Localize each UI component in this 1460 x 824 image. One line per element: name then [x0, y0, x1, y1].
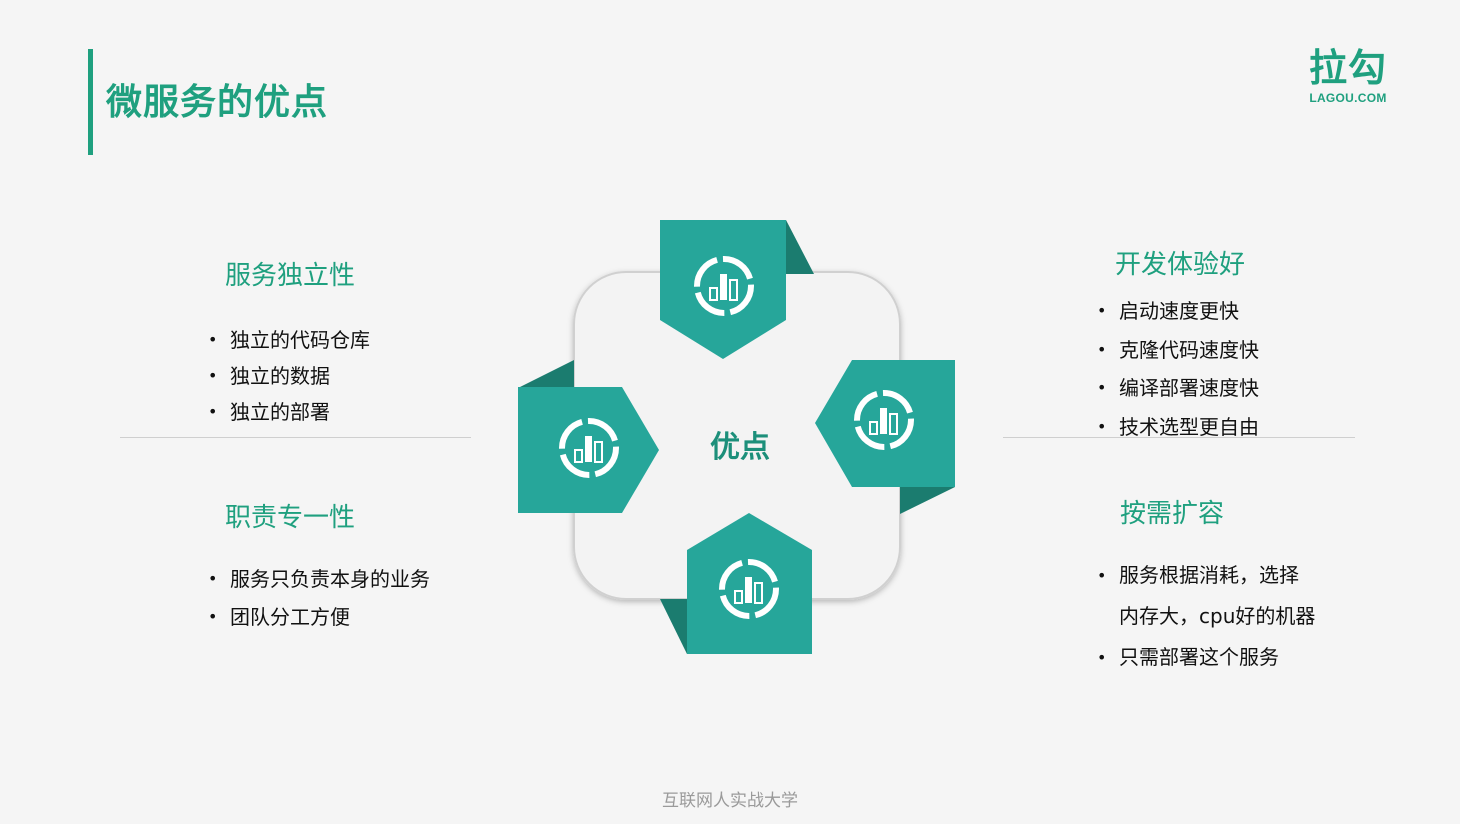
list-item: 服务根据消耗，选择	[1097, 555, 1315, 596]
list-item-continuation: 内存大，cpu好的机器	[1119, 604, 1316, 628]
lagou-logo[interactable]: 拉勾 LAGOU.COM	[1306, 48, 1390, 105]
list-item: 克隆代码速度快	[1097, 331, 1259, 370]
section-title-scaling: 按需扩容	[1120, 499, 1225, 529]
page-title: 微服务的优点	[106, 82, 329, 123]
list-item: 只需部署这个服务	[1097, 637, 1315, 678]
left-tile-fold	[520, 360, 574, 387]
right-tile-fold	[900, 487, 955, 514]
list-item: 技术选型更自由	[1097, 408, 1259, 447]
section-title-independence: 服务独立性	[225, 261, 356, 291]
center-label: 优点	[710, 430, 770, 465]
logo-sub-text: LAGOU.COM	[1309, 91, 1387, 105]
list-item: 独立的数据	[208, 358, 370, 394]
list-item: 启动速度更快	[1097, 292, 1259, 331]
section-title-single-responsibility: 职责专一性	[225, 503, 356, 533]
left-divider	[120, 437, 471, 438]
list-item: 独立的代码仓库	[208, 322, 370, 358]
title-accent-bar	[88, 49, 93, 155]
top-tile-fold	[786, 220, 814, 274]
single-responsibility-list: 服务只负责本身的业务 团队分工方便	[208, 560, 430, 636]
dev-experience-list: 启动速度更快 克隆代码速度快 编译部署速度快 技术选型更自由	[1097, 292, 1259, 446]
section-title-dev-experience: 开发体验好	[1115, 250, 1246, 280]
list-item: 团队分工方便	[208, 598, 430, 636]
list-item: 服务只负责本身的业务	[208, 560, 430, 598]
right-divider	[1003, 437, 1355, 438]
bottom-tile-fold	[660, 599, 687, 654]
list-item: 编译部署速度快	[1097, 369, 1259, 408]
independence-list: 独立的代码仓库 独立的数据 独立的部署	[208, 322, 370, 430]
list-item: 独立的部署	[208, 394, 370, 430]
scaling-list: 服务根据消耗，选择 内存大，cpu好的机器 只需部署这个服务	[1097, 555, 1315, 678]
footer-text: 互联网人实战大学	[662, 791, 798, 811]
logo-main-text: 拉勾	[1308, 46, 1387, 90]
